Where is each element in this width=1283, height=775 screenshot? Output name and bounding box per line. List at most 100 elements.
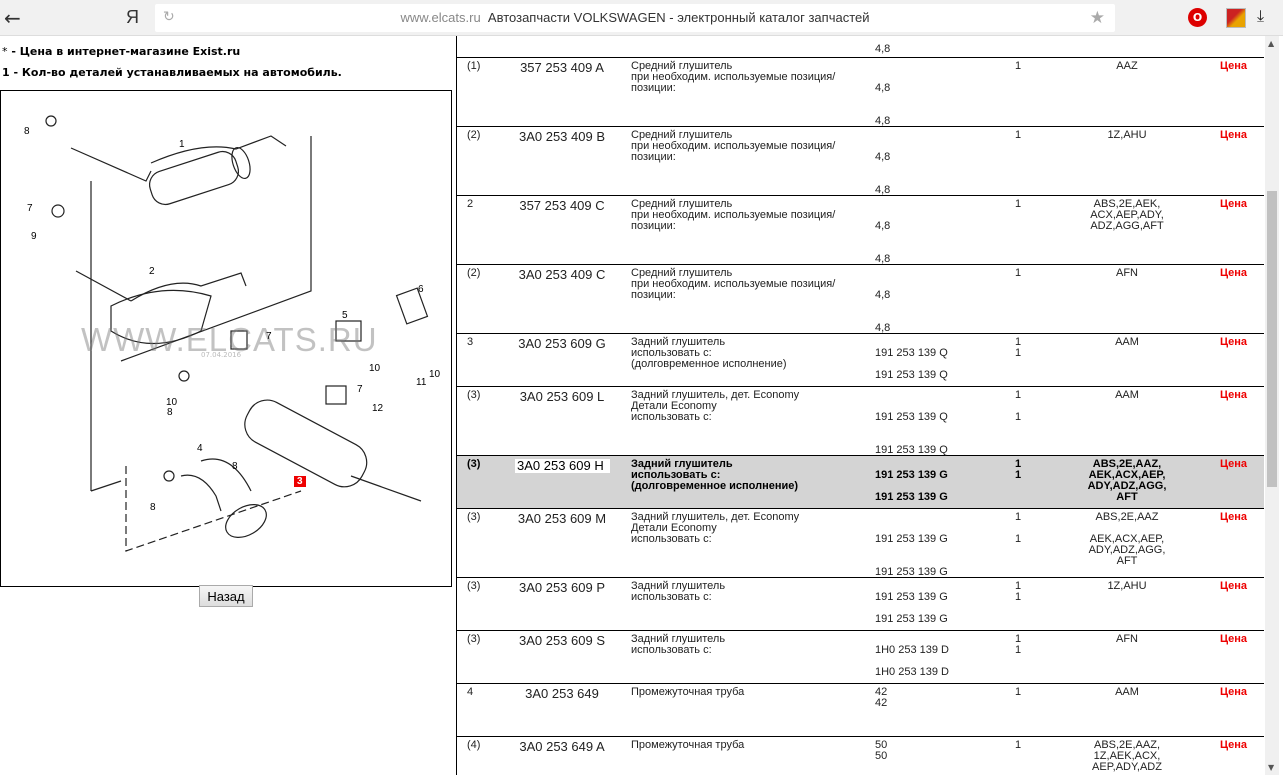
callout-selected[interactable]: 3	[294, 476, 306, 487]
part-number-cell[interactable]: 3A0 253 409 C	[518, 267, 606, 282]
callout-label[interactable]: 8	[232, 461, 238, 472]
price-link[interactable]: Цена	[1219, 739, 1247, 751]
part-number-cell[interactable]: 3A0 253 649	[525, 686, 599, 701]
price-link[interactable]: Цена	[1219, 511, 1247, 523]
models-cell-line: ADZ,AGG,AFT	[1090, 220, 1164, 232]
part-number-cell[interactable]: 357 253 409 A	[520, 60, 604, 75]
callout-label[interactable]: 5	[342, 310, 348, 321]
callout-label[interactable]: 10	[166, 397, 178, 408]
legend-mark: 1	[2, 66, 10, 79]
models-cell: AAM	[1067, 390, 1187, 401]
scroll-up-icon[interactable]: ▲	[1268, 39, 1275, 48]
vertical-scrollbar[interactable]: ▲ ▼	[1265, 36, 1279, 775]
callout-label[interactable]: 11	[416, 377, 427, 388]
ref-cell-line: 191 253 139 G	[875, 613, 948, 625]
scrollbar-thumb[interactable]	[1267, 191, 1277, 487]
ref-cell-line: 4,8	[875, 322, 891, 334]
part-number-cell[interactable]: 3A0 253 409 B	[518, 129, 606, 144]
position-cell: (3)	[467, 458, 481, 470]
part-number-cell[interactable]: 3A0 253 609 G	[518, 336, 606, 351]
callout-label[interactable]: 9	[31, 231, 37, 242]
price-link[interactable]: Цена	[1219, 686, 1247, 698]
ref-cell-line: 4,8	[875, 220, 891, 232]
part-number-cell[interactable]: 3A0 253 609 H	[515, 459, 610, 473]
callout-label[interactable]: 1	[179, 139, 185, 150]
models-cell-line: ACX,AEP,ADY,	[1090, 209, 1164, 221]
yandex-logo-icon[interactable]: Я	[126, 7, 139, 27]
callout-label[interactable]: 10	[429, 369, 441, 380]
description-cell: Промежуточная труба	[631, 740, 861, 751]
callout-label[interactable]: 8	[150, 502, 156, 513]
scroll-down-icon[interactable]: ▼	[1268, 763, 1275, 772]
part-number-cell[interactable]: 357 253 409 C	[519, 198, 605, 213]
bookmark-star-icon[interactable]: ★	[1089, 8, 1105, 28]
part-number-cell[interactable]: 3A0 253 609 M	[517, 511, 607, 526]
price-link[interactable]: Цена	[1219, 389, 1247, 401]
callout-label[interactable]: 8	[167, 407, 173, 418]
description-cell-line: при необходим. используемые позиция/	[631, 140, 836, 152]
table-row[interactable]: 4,8	[457, 36, 1264, 58]
models-cell-line: AAM	[1115, 336, 1139, 348]
part-number-cell[interactable]: 3A0 253 609 P	[518, 580, 606, 595]
download-icon[interactable]: ⤓	[1257, 6, 1265, 25]
reload-icon[interactable]: ↻	[163, 9, 175, 25]
callout-label[interactable]: 8	[24, 126, 30, 137]
description-cell-line: использовать с:	[631, 533, 712, 545]
ref-cell-line	[875, 423, 995, 434]
description-cell-line: Средний глушитель	[631, 267, 733, 279]
price-link[interactable]: Цена	[1219, 198, 1247, 210]
ref-cell-line	[875, 243, 995, 254]
part-number-cell[interactable]: 3A0 253 649 A	[519, 739, 605, 754]
qty-cell: 1	[1015, 199, 1035, 210]
address-bar[interactable]: ↻ www.elcats.ru Автозапчасти VOLKSWAGEN …	[155, 4, 1115, 32]
adblock-icon[interactable]: O	[1188, 8, 1207, 27]
back-nav-button[interactable]: Назад	[199, 585, 253, 607]
price-link[interactable]: Цена	[1219, 458, 1247, 470]
callout-label[interactable]: 12	[372, 403, 384, 414]
callout-label[interactable]: 10	[369, 363, 381, 374]
ref-cell-line	[875, 72, 995, 83]
ref-cell-line	[875, 232, 995, 243]
part-number-cell[interactable]: 3A0 253 609 S	[518, 633, 606, 648]
back-button[interactable]: ←	[4, 6, 21, 30]
ref-cell-line: 191 253 139 G	[875, 491, 948, 503]
price-link[interactable]: Цена	[1219, 336, 1247, 348]
ref-cell-line	[875, 141, 995, 152]
ref-cell-line	[875, 61, 995, 72]
price-link[interactable]: Цена	[1219, 129, 1247, 141]
part-number-cell[interactable]: 3A0 253 609 L	[519, 389, 605, 404]
extension-icon[interactable]	[1226, 8, 1246, 28]
ref-cell-line	[875, 545, 995, 556]
callout-label[interactable]: 6	[418, 284, 424, 295]
callout-label[interactable]: 4	[197, 443, 203, 454]
callout-label[interactable]: 7	[357, 384, 363, 395]
models-cell-line: 1Z,AHU	[1107, 580, 1147, 592]
ref-cell-line	[875, 279, 995, 290]
price-link[interactable]: Цена	[1219, 267, 1247, 279]
price-link[interactable]: Цена	[1219, 580, 1247, 592]
qty-cell-line: 1	[1015, 469, 1022, 481]
callout-label[interactable]: 2	[149, 266, 155, 277]
ref-cell-line: 50	[875, 739, 888, 751]
price-link[interactable]: Цена	[1219, 60, 1247, 72]
callout-label[interactable]: 7	[27, 203, 33, 214]
callout-label[interactable]: 7	[266, 331, 272, 342]
price-link[interactable]: Цена	[1219, 633, 1247, 645]
ref-cell-line: 4,8	[875, 289, 891, 301]
